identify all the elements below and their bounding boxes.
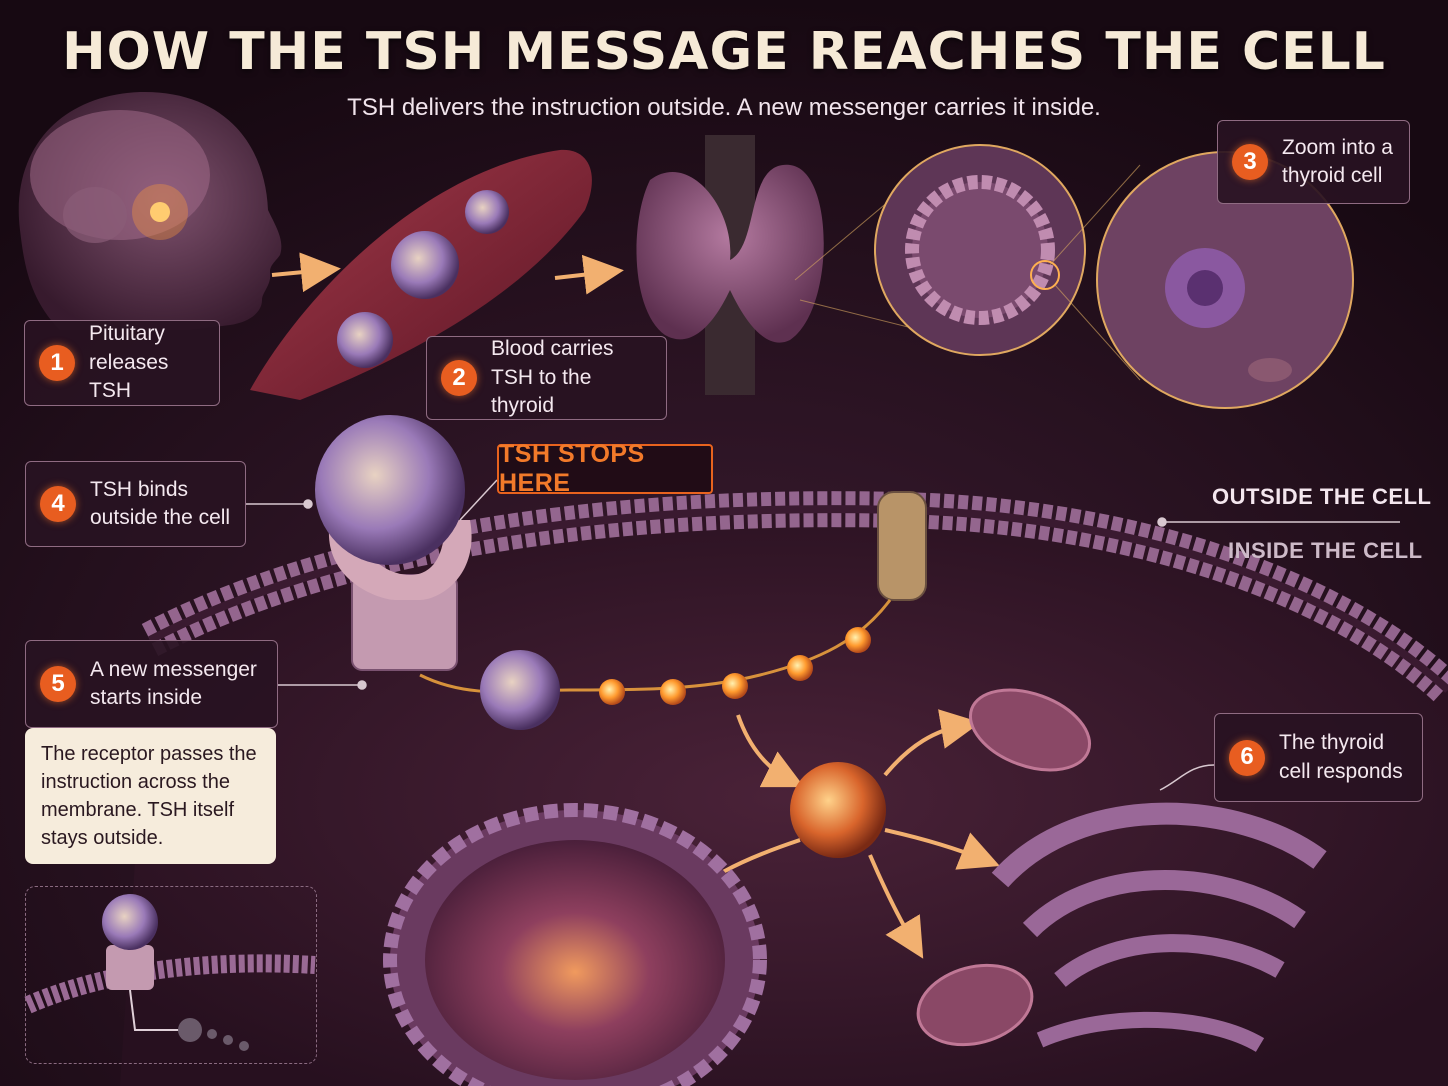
step-2-callout: 2 Blood carries TSH to the thyroid xyxy=(426,336,667,420)
step-4-text: TSH binds outside the cell xyxy=(90,477,231,529)
arrow-head-to-vessel xyxy=(271,252,341,293)
tsh-stops-here-label: TSH STOPS HERE xyxy=(497,440,713,497)
step-3-number: 3 xyxy=(1232,144,1268,180)
page-title: HOW THE TSH MESSAGE REACHES THE CELL xyxy=(62,22,1386,82)
step-4-callout: 4 TSH binds outside the cell xyxy=(25,461,246,547)
inset-frame xyxy=(25,886,317,1064)
head-illustration xyxy=(18,91,282,330)
step-5-callout: 5 A new messenger starts inside xyxy=(25,640,278,728)
follicle-zoom xyxy=(794,144,1086,356)
inside-cell-label: INSIDE THE CELL xyxy=(1228,538,1423,563)
receptor-note: The receptor passes the instruction acro… xyxy=(25,728,276,864)
step-6-callout: 6 The thyroid cell responds xyxy=(1214,713,1423,802)
thyroid-cell-zoom xyxy=(1049,151,1354,409)
mitochondrion-top xyxy=(968,688,1092,772)
arrow-vessel-to-thyroid xyxy=(554,254,624,295)
tsh-receptor xyxy=(315,415,472,671)
signal-chain xyxy=(419,599,892,730)
step-1-text: Pituitary releases TSH xyxy=(89,322,169,403)
nucleus xyxy=(383,803,767,1086)
outside-cell-label: OUTSIDE THE CELL xyxy=(1212,484,1432,509)
blood-vessel xyxy=(250,149,592,400)
page-subtitle: TSH delivers the instruction outside. A … xyxy=(347,94,1101,121)
leader-lines xyxy=(246,479,1400,791)
inset-mini-diagram xyxy=(24,894,316,1051)
endoplasmic-reticulum xyxy=(991,802,1327,1052)
mitochondrion-bottom xyxy=(916,963,1034,1047)
step-5-number: 5 xyxy=(40,666,76,702)
step-5-text: A new messenger starts inside xyxy=(90,657,257,709)
step-6-text: The thyroid cell responds xyxy=(1279,731,1403,783)
step-3-text: Zoom into a thyroid cell xyxy=(1282,135,1393,187)
step-1-number: 1 xyxy=(39,345,75,381)
step-4-number: 4 xyxy=(40,486,76,522)
membrane-channel xyxy=(877,491,927,601)
step-2-number: 2 xyxy=(441,360,477,396)
step-1-callout: 1 Pituitary releases TSH xyxy=(24,320,220,406)
thyroid-gland xyxy=(636,135,824,395)
step-3-callout: 3 Zoom into a thyroid cell xyxy=(1217,120,1410,204)
step-6-number: 6 xyxy=(1229,739,1265,776)
step-2-text: Blood carries TSH to the thyroid xyxy=(491,337,614,418)
